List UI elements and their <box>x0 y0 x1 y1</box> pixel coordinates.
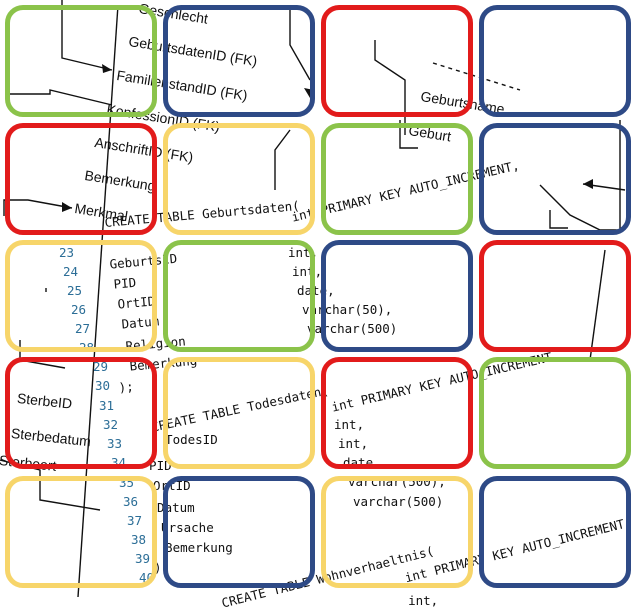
line-number: 38 <box>130 532 146 547</box>
tile-green[interactable] <box>479 357 631 469</box>
connector-line <box>374 40 406 135</box>
tile-navy[interactable] <box>163 5 315 117</box>
line-number: 32 <box>102 417 118 432</box>
arrowhead-icon <box>102 64 112 73</box>
line-number: 23 <box>58 245 74 260</box>
entity-border-line <box>77 4 119 597</box>
tile-red[interactable] <box>321 5 473 117</box>
tile-navy[interactable] <box>479 476 631 588</box>
line-number: 37 <box>126 513 142 528</box>
tile-yellow[interactable] <box>5 240 157 352</box>
line-number: 25 <box>66 283 82 298</box>
code-type: int, <box>338 436 369 451</box>
tile-yellow[interactable] <box>321 476 473 588</box>
tile-navy[interactable] <box>321 240 473 352</box>
line-number: 26 <box>70 302 86 317</box>
line-number: 30 <box>94 378 110 393</box>
connector-line <box>589 249 606 361</box>
connector-line <box>399 120 418 149</box>
code-line: TodesID <box>150 432 218 447</box>
tile-red[interactable] <box>5 357 157 469</box>
tile-red[interactable] <box>5 123 157 235</box>
tile-green[interactable] <box>321 123 473 235</box>
tile-navy[interactable] <box>163 476 315 588</box>
arrowhead-icon <box>62 202 72 212</box>
code-line: Ursache <box>146 520 214 535</box>
line-number: 33 <box>106 436 122 451</box>
code-type: varchar(500) <box>353 494 444 509</box>
tile-yellow[interactable] <box>163 123 315 235</box>
connector-line <box>274 129 291 190</box>
line-number: 24 <box>62 264 78 279</box>
line-number: 39 <box>134 551 150 566</box>
line-number: 36 <box>122 494 138 509</box>
code-type: varchar(500) <box>307 321 398 336</box>
tile-grid <box>5 5 631 588</box>
tile-green[interactable] <box>5 5 157 117</box>
tile-red[interactable] <box>321 357 473 469</box>
connector-line <box>61 0 113 71</box>
connector-dashed <box>432 62 521 91</box>
tile-red[interactable] <box>479 240 631 352</box>
tile-yellow[interactable] <box>163 357 315 469</box>
line-number: 27 <box>74 321 90 336</box>
tile-yellow[interactable] <box>5 476 157 588</box>
connector-line <box>289 5 311 81</box>
tile-navy[interactable] <box>479 5 631 117</box>
line-number: 29 <box>92 359 108 374</box>
connector-line <box>549 210 568 229</box>
code-type: int, <box>334 417 365 432</box>
line-number: 31 <box>98 398 114 413</box>
tile-navy[interactable] <box>479 123 631 235</box>
arrowhead-icon <box>583 179 593 189</box>
connector-line <box>3 199 73 216</box>
code-line: Bemerkung <box>150 540 233 555</box>
tile-green[interactable] <box>163 240 315 352</box>
